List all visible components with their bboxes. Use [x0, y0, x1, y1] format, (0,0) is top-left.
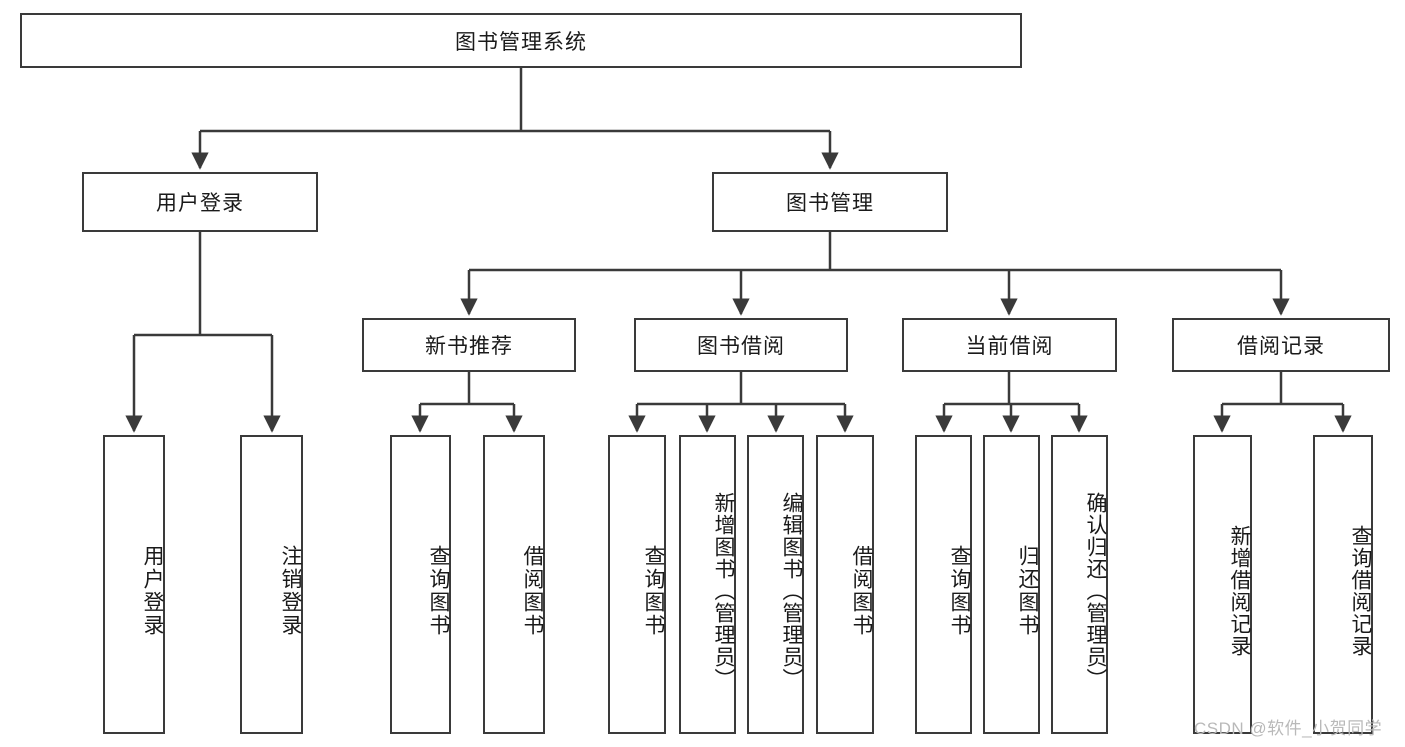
- node-borrow-record[interactable]: 借阅记录: [1172, 318, 1390, 372]
- node-leaf-query-borrow-record[interactable]: 查询借阅记录: [1313, 435, 1373, 734]
- node-current-borrow[interactable]: 当前借阅: [902, 318, 1117, 372]
- node-book-management[interactable]: 图书管理: [712, 172, 948, 232]
- node-leaf-borrow-book-recommend[interactable]: 借阅图书: [483, 435, 545, 734]
- node-leaf-user-login[interactable]: 用户登录: [103, 435, 165, 734]
- node-leaf-edit-book-admin[interactable]: 编辑图书（管理员）: [747, 435, 804, 734]
- node-book-borrow[interactable]: 图书借阅: [634, 318, 848, 372]
- node-root[interactable]: 图书管理系统: [20, 13, 1022, 68]
- node-leaf-query-book-current[interactable]: 查询图书: [915, 435, 972, 734]
- node-leaf-query-book-recommend[interactable]: 查询图书: [390, 435, 451, 734]
- node-user-login[interactable]: 用户登录: [82, 172, 318, 232]
- node-leaf-add-borrow-record[interactable]: 新增借阅记录: [1193, 435, 1252, 734]
- node-leaf-borrow-book[interactable]: 借阅图书: [816, 435, 874, 734]
- node-leaf-confirm-return-admin[interactable]: 确认归还（管理员）: [1051, 435, 1108, 734]
- node-leaf-query-book-borrow[interactable]: 查询图书: [608, 435, 666, 734]
- node-leaf-return-book[interactable]: 归还图书: [983, 435, 1040, 734]
- node-new-book-recommend[interactable]: 新书推荐: [362, 318, 576, 372]
- node-leaf-logout[interactable]: 注销登录: [240, 435, 303, 734]
- node-leaf-add-book-admin[interactable]: 新增图书（管理员）: [679, 435, 736, 734]
- watermark-text: CSDN @软件_小贺同学: [1194, 719, 1383, 738]
